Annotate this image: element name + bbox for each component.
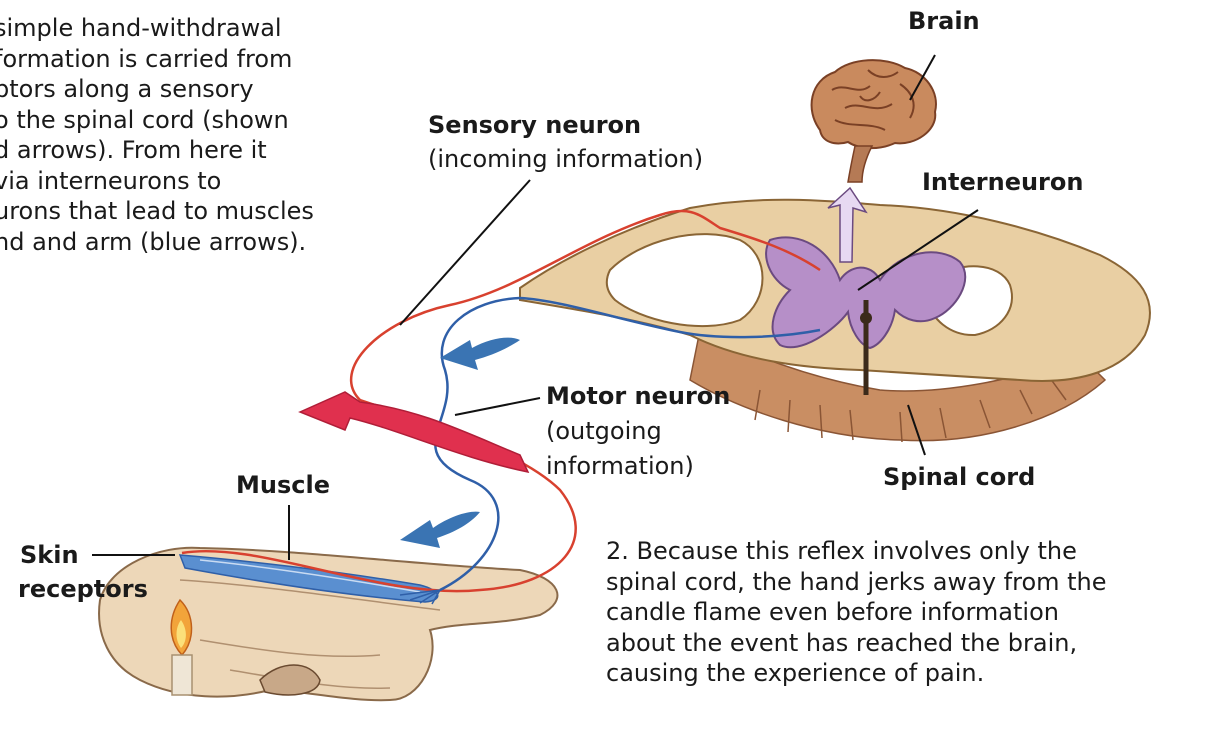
label-sensory-neuron-sub: (incoming information) xyxy=(428,144,703,174)
caption-right-line: spinal cord, the hand jerks away from th… xyxy=(606,567,1107,598)
caption-left-line: o the spinal cord (shown xyxy=(0,105,314,136)
label-receptors: receptors xyxy=(18,574,148,604)
caption-left-line: nd and arm (blue arrows). xyxy=(0,227,314,258)
caption-left-line: formation is carried from xyxy=(0,44,314,75)
label-interneuron: Interneuron xyxy=(922,167,1083,197)
caption-left-line: urons that lead to muscles xyxy=(0,196,314,227)
caption-right-line: candle flame even before information xyxy=(606,597,1107,628)
brain-illustration xyxy=(812,60,936,182)
caption-left-line: simple hand-withdrawal xyxy=(0,13,314,44)
sensory-arrow xyxy=(300,392,528,472)
label-spinal-cord: Spinal cord xyxy=(883,462,1035,492)
label-motor-neuron-sub-2: information) xyxy=(546,451,694,481)
label-motor-neuron: Motor neuron xyxy=(546,381,730,411)
caption-right-line: about the event has reached the brain, xyxy=(606,628,1107,659)
caption-left-line: ptors along a sensory xyxy=(0,74,314,105)
label-motor-neuron-sub-1: (outgoing xyxy=(546,416,662,446)
label-brain: Brain xyxy=(908,6,980,36)
motor-arrow-upper xyxy=(440,338,520,370)
label-skin: Skin xyxy=(20,540,79,570)
label-sensory-neuron: Sensory neuron xyxy=(428,110,641,140)
label-muscle: Muscle xyxy=(236,470,330,500)
caption-right: 2. Because this reflex involves only the… xyxy=(606,536,1107,689)
motor-arrow-lower xyxy=(400,512,480,548)
caption-left-line: via interneurons to xyxy=(0,166,314,197)
caption-left: simple hand-withdrawal formation is carr… xyxy=(0,13,314,257)
caption-right-line: 2. Because this reflex involves only the xyxy=(606,536,1107,567)
caption-right-line: causing the experience of pain. xyxy=(606,658,1107,689)
caption-left-line: d arrows). From here it xyxy=(0,135,314,166)
